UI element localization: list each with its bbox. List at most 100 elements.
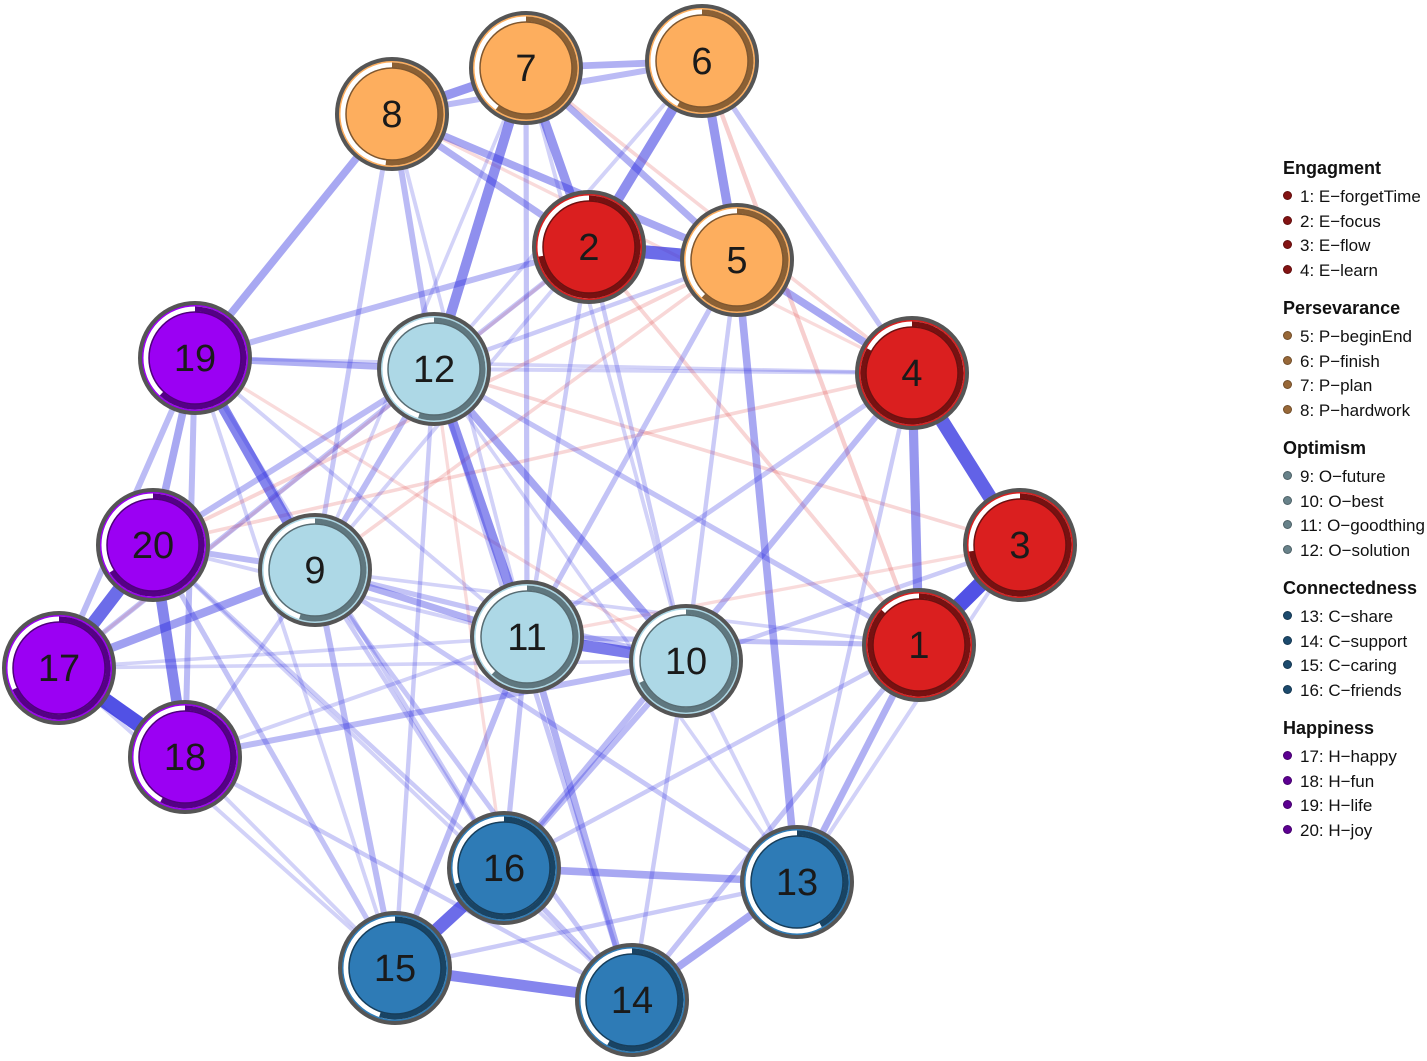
node-9: 9 — [258, 513, 372, 627]
edge-4-13 — [794, 372, 915, 883]
pie-arc — [160, 705, 237, 809]
edge-9-14 — [313, 568, 634, 1002]
pie-arc — [455, 816, 556, 920]
node-inner — [457, 821, 551, 915]
node-16: 16 — [447, 811, 561, 925]
edge-12-1 — [432, 366, 921, 648]
edge-12-10 — [431, 366, 689, 664]
legend-item-label: 19: H−life — [1300, 796, 1373, 815]
legend-item: 4: E−learn — [1283, 259, 1427, 284]
legend-dot-icon — [1283, 611, 1292, 621]
legend-dot-icon — [1283, 775, 1292, 785]
node-2: 2 — [532, 190, 646, 304]
node-6: 6 — [645, 4, 759, 118]
edge-5-11 — [524, 258, 740, 639]
legend-item-label: 14: C−support — [1300, 631, 1408, 651]
legend-item-label: 16: C−friends — [1300, 680, 1402, 700]
legend-dot-icon — [1283, 380, 1292, 390]
legend-group-title: Persevarance — [1283, 298, 1401, 318]
node-label: 1 — [908, 625, 929, 667]
legend-item-label: 12: O−solution — [1300, 540, 1411, 560]
legend-item-label: 18: H−fun — [1300, 771, 1375, 791]
legend-item: 14: C−support — [1283, 630, 1427, 655]
legend-item-label: 1: E−forgetTime — [1300, 187, 1421, 206]
legend-item: 1: E−forgetTime — [1283, 185, 1427, 210]
node-label: 3 — [1009, 525, 1030, 567]
node-label: 15 — [374, 948, 416, 990]
node-inner — [542, 200, 636, 294]
node-13: 13 — [740, 825, 854, 939]
edge-2-1 — [587, 245, 921, 647]
node-label: 14 — [611, 980, 653, 1022]
edge-4-11 — [525, 370, 914, 640]
node-10: 10 — [629, 604, 743, 718]
edge-18-14 — [183, 755, 634, 1002]
edge-5-9 — [313, 258, 739, 572]
edge-10-14 — [629, 660, 689, 1001]
legend-item: 18: H−fun — [1283, 770, 1427, 795]
legend-item: 8: P−hardwork — [1283, 399, 1427, 424]
edge-5-13 — [733, 259, 801, 883]
node-inner — [750, 835, 844, 929]
node-14: 14 — [575, 943, 689, 1057]
node-label: 18 — [164, 737, 206, 779]
node-label: 17 — [38, 648, 80, 690]
node-3: 3 — [963, 488, 1077, 602]
edge-18-10 — [184, 658, 687, 760]
edge-11-14 — [523, 636, 636, 1001]
legend: Engagment 1: E−forgetTime 2: E−focus 3: E−f… — [1283, 157, 1427, 857]
edge-3-10 — [685, 542, 1021, 664]
node-label: 19 — [174, 338, 216, 380]
edge-20-15 — [150, 543, 398, 970]
legend-group-title: Engagment — [1283, 158, 1382, 178]
legend-item: 11: O−goodthing — [1283, 514, 1427, 539]
edge-17-10 — [58, 659, 687, 670]
edge-5-10 — [683, 259, 740, 662]
legend-item-label: 20: H−joy — [1300, 820, 1373, 840]
legend-item-label: 2: E−focus — [1300, 211, 1381, 231]
legend-item-label: 17: H−happy — [1300, 747, 1397, 766]
node-20: 20 — [96, 488, 210, 602]
pie-arc — [495, 16, 578, 120]
legend-item-label: 9: O−future — [1300, 467, 1386, 486]
node-label: 4 — [901, 353, 922, 395]
legend-item-label: 3: E−flow — [1300, 236, 1371, 255]
legend-item-label: 7: P−plan — [1300, 376, 1373, 395]
edge-6-1 — [699, 60, 922, 646]
node-inner — [268, 523, 362, 617]
edge-19-10 — [194, 356, 687, 663]
node-inner — [690, 213, 784, 307]
edge-19-11 — [193, 356, 529, 639]
node-inner — [479, 21, 573, 115]
pie-arc — [860, 321, 964, 425]
legend-item-label: 13: C−share — [1300, 607, 1394, 626]
edge-7-10 — [524, 67, 688, 662]
legend-item-label: 15: C−caring — [1300, 656, 1397, 675]
legend-item: 7: P−plan — [1283, 374, 1427, 399]
node-label: 5 — [726, 240, 747, 282]
edge-17-15 — [57, 666, 397, 970]
node-inner — [345, 67, 439, 161]
pie-arc — [677, 9, 754, 113]
node-inner — [480, 590, 574, 684]
node-label: 16 — [483, 848, 525, 890]
node-18: 18 — [128, 700, 242, 814]
edge-8-9 — [312, 113, 395, 571]
node-1: 1 — [862, 588, 976, 702]
node-label: 13 — [776, 862, 818, 904]
node-label: 20 — [132, 525, 174, 567]
legend-dot-icon — [1283, 264, 1292, 274]
node-inner — [973, 498, 1067, 592]
node-label: 8 — [381, 94, 402, 136]
node-inner — [138, 710, 232, 804]
node-label: 10 — [665, 641, 707, 683]
pie-arc — [379, 916, 447, 1020]
edge-2-10 — [586, 246, 689, 662]
legend-dot-icon — [1283, 215, 1292, 225]
edge-9-15 — [312, 569, 398, 969]
legend-item: 15: C−caring — [1283, 654, 1427, 679]
edge-17-12 — [57, 366, 436, 671]
